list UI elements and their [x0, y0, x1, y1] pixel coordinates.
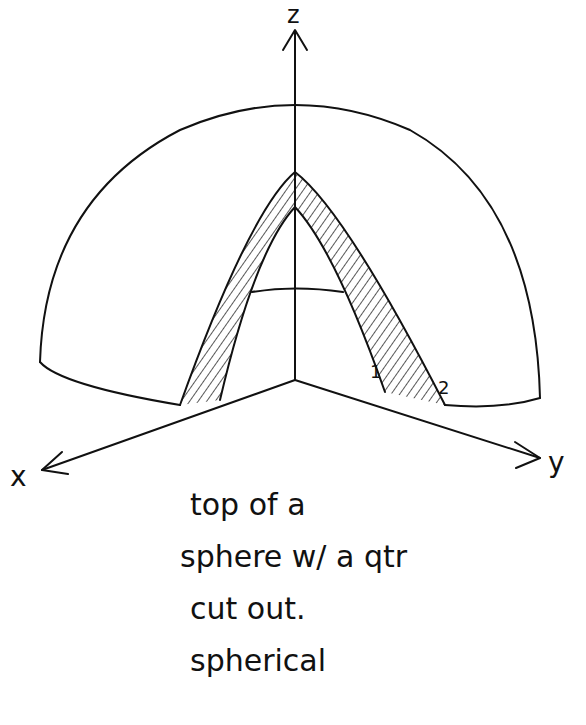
note-text: top of a	[190, 488, 306, 521]
section-line	[252, 289, 343, 293]
callout-number: 1	[370, 362, 381, 382]
arrowhead	[42, 452, 68, 474]
callout-number: 2	[438, 378, 449, 398]
cut-inner-edge	[220, 207, 385, 400]
x-axis	[42, 380, 295, 470]
axis-label: x	[10, 462, 27, 493]
arrowhead	[283, 30, 307, 50]
note-text: sphere w/ a qtr	[180, 540, 407, 573]
axis-label: y	[548, 448, 565, 479]
note-text: spherical	[190, 644, 326, 677]
base-curve	[40, 362, 180, 405]
hemisphere-outline	[40, 105, 540, 398]
z-axis	[294, 32, 296, 380]
y-axis	[295, 380, 540, 458]
note-text: cut out.	[190, 592, 305, 625]
cut-outer-edge	[180, 172, 445, 405]
axis-label: z	[287, 2, 300, 28]
hatched-cut-face	[180, 172, 445, 405]
arrowhead	[515, 442, 540, 468]
base-curve	[445, 398, 540, 406]
